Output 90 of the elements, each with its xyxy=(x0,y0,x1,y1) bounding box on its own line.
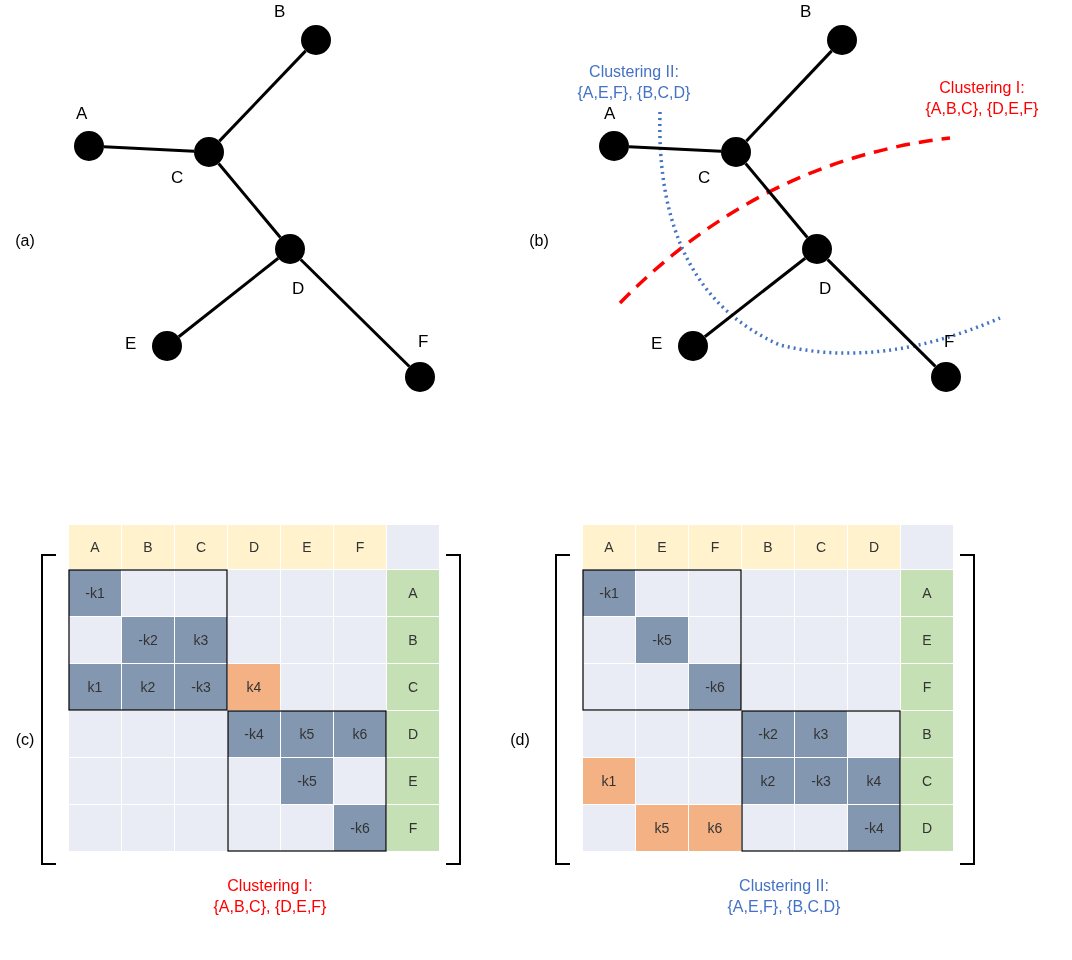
graph-node xyxy=(74,131,104,161)
row-header: C xyxy=(901,758,953,804)
row-header: D xyxy=(387,711,439,757)
graph-node xyxy=(721,137,751,167)
column-header: D xyxy=(848,525,900,569)
graph-node xyxy=(678,331,708,361)
matrix-entry: k1 xyxy=(69,664,121,710)
matrix-entry: k6 xyxy=(689,805,741,851)
graph-node xyxy=(152,331,182,361)
graph-node xyxy=(931,362,961,392)
graph-node xyxy=(827,25,857,55)
column-header: D xyxy=(228,525,280,569)
matrix-entry: -k1 xyxy=(69,570,121,616)
panel-label: (a) xyxy=(14,231,36,251)
matrix-entry: -k4 xyxy=(228,711,280,757)
graph-node xyxy=(275,234,305,264)
node-label: D xyxy=(292,279,305,299)
graph-edge xyxy=(745,49,833,143)
column-header: B xyxy=(122,525,174,569)
column-header: E xyxy=(636,525,688,569)
node-label: B xyxy=(274,2,286,22)
cluster-label: Clustering I: {A,B,C}, {D,E,F} xyxy=(924,78,1040,119)
matrix-entry: k2 xyxy=(742,758,794,804)
graph-node xyxy=(599,131,629,161)
node-label: F xyxy=(418,332,429,352)
matrix-entry: k3 xyxy=(175,617,227,663)
column-header: C xyxy=(795,525,847,569)
graph-edge xyxy=(826,258,937,368)
matrix-entry: -k6 xyxy=(334,805,386,851)
row-header: C xyxy=(387,664,439,710)
column-header: A xyxy=(69,525,121,569)
matrix-entry: -k5 xyxy=(281,758,333,804)
node-label: D xyxy=(819,279,832,299)
matrix-entry: k4 xyxy=(228,664,280,710)
matrix-entry: -k3 xyxy=(175,664,227,710)
matrix-entry: -k2 xyxy=(742,711,794,757)
matrix-entry: k5 xyxy=(636,805,688,851)
matrix-entry: k2 xyxy=(122,664,174,710)
graph-edge xyxy=(299,258,411,368)
row-header: A xyxy=(901,570,953,616)
node-label: A xyxy=(76,104,88,124)
graph-edge xyxy=(703,257,807,338)
graph-edge xyxy=(217,162,282,239)
matrix-entry: -k3 xyxy=(795,758,847,804)
node-label: C xyxy=(171,168,184,188)
graph-edge xyxy=(177,257,280,338)
graph-node xyxy=(194,137,224,167)
node-label: E xyxy=(125,334,137,354)
column-header: F xyxy=(334,525,386,569)
matrix-entry: k3 xyxy=(795,711,847,757)
node-label: E xyxy=(651,334,663,354)
matrix-entry: k1 xyxy=(583,758,635,804)
panel-label: (c) xyxy=(14,730,36,750)
row-header: B xyxy=(387,617,439,663)
cluster-label: Clustering II: {A,E,F}, {B,C,D} xyxy=(576,62,692,103)
row-header: B xyxy=(901,711,953,757)
matrix-entry: -k4 xyxy=(848,805,900,851)
matrix-entry: k6 xyxy=(334,711,386,757)
panel-label: (b) xyxy=(528,231,550,251)
node-label: B xyxy=(800,2,812,22)
row-header: F xyxy=(387,805,439,851)
graph-edge xyxy=(744,162,809,239)
panel-label: (d) xyxy=(509,730,531,750)
node-label: A xyxy=(604,104,616,124)
row-header: E xyxy=(387,758,439,804)
column-header: B xyxy=(742,525,794,569)
matrix-entry: k5 xyxy=(281,711,333,757)
cluster-label: Clustering II: {A,E,F}, {B,C,D} xyxy=(726,876,842,917)
matrix-entry: k4 xyxy=(848,758,900,804)
graph-node xyxy=(405,362,435,392)
matrix-entry: -k5 xyxy=(636,617,688,663)
graph-edge xyxy=(103,145,195,153)
matrix-entry: -k2 xyxy=(122,617,174,663)
row-header: A xyxy=(387,570,439,616)
row-header: D xyxy=(901,805,953,851)
node-label: F xyxy=(944,332,955,352)
node-label: C xyxy=(698,168,711,188)
graph-edge xyxy=(628,145,722,153)
cluster-label: Clustering I: {A,B,C}, {D,E,F} xyxy=(212,876,328,917)
graph-node xyxy=(301,25,331,55)
matrix-entry: -k1 xyxy=(583,570,635,616)
column-header: F xyxy=(689,525,741,569)
matrix-entry: -k6 xyxy=(689,664,741,710)
column-header: E xyxy=(281,525,333,569)
row-header: F xyxy=(901,664,953,710)
graph-node xyxy=(802,234,832,264)
column-header: A xyxy=(583,525,635,569)
column-header: C xyxy=(175,525,227,569)
row-header: E xyxy=(901,617,953,663)
graph-edge xyxy=(218,49,307,143)
